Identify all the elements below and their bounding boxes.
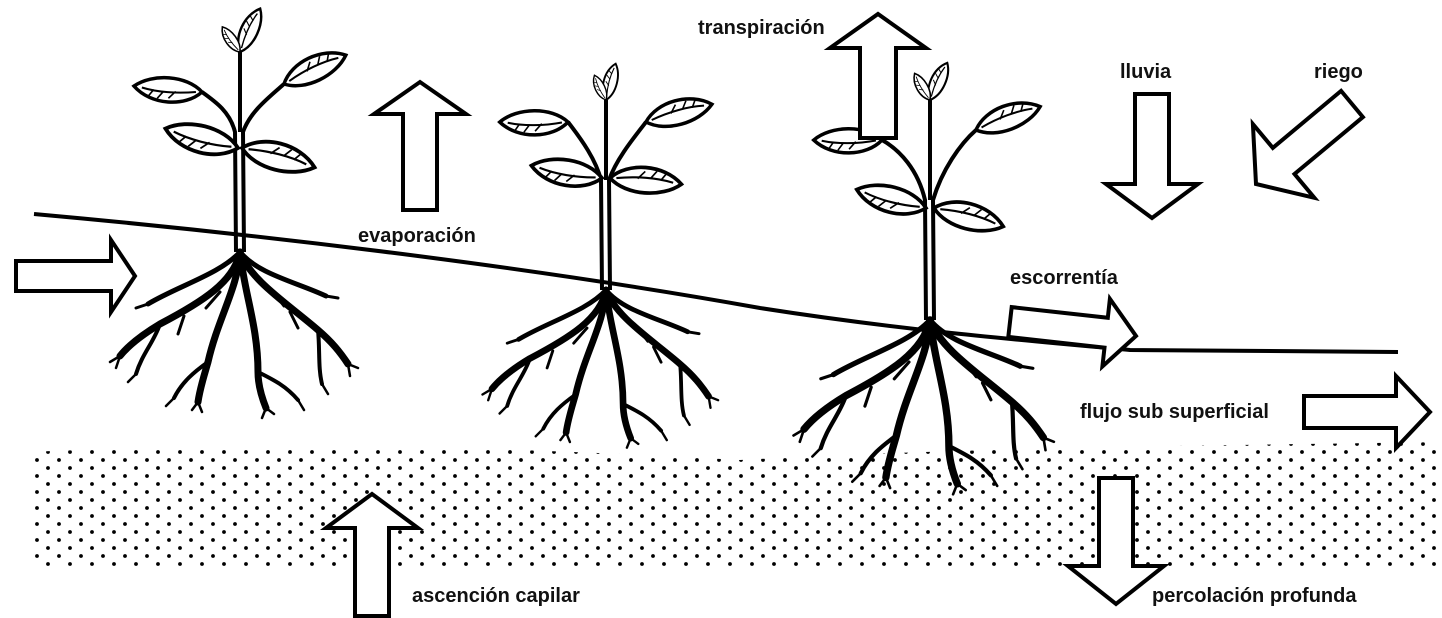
label-riego: riego — [1314, 61, 1363, 83]
label-transpiracion: transpiración — [698, 17, 825, 39]
label-evaporacion: evaporación — [358, 225, 476, 247]
label-ascencion-capilar: ascención capilar — [412, 585, 580, 607]
soil-surface-line — [33, 212, 1399, 354]
plant-3 — [794, 58, 1054, 494]
arrow-inflow-left-icon — [14, 233, 138, 319]
arrow-subsurface-flow-right-icon — [1302, 370, 1433, 454]
arrow-deep-percolation-down-icon — [1062, 476, 1170, 607]
label-flujo-sub-superficial: flujo sub superficial — [1080, 401, 1269, 423]
arrow-irrigation-diagonal-icon — [1250, 88, 1366, 202]
label-lluvia: lluvia — [1120, 61, 1172, 83]
arrow-transpiration-up-icon — [823, 11, 933, 140]
arrow-capillary-rise-up-icon — [319, 491, 425, 618]
arrow-evaporation-up-icon — [367, 79, 473, 212]
arrow-runoff-right-icon — [1006, 293, 1139, 372]
label-escorrentia: escorrentía — [1010, 267, 1118, 289]
label-percolacion-profunda: percolación profunda — [1152, 585, 1357, 607]
plant-1 — [110, 3, 358, 418]
deep-soil-layer — [30, 442, 1440, 570]
arrow-rain-down-icon — [1099, 92, 1205, 221]
plant-2 — [483, 60, 719, 448]
